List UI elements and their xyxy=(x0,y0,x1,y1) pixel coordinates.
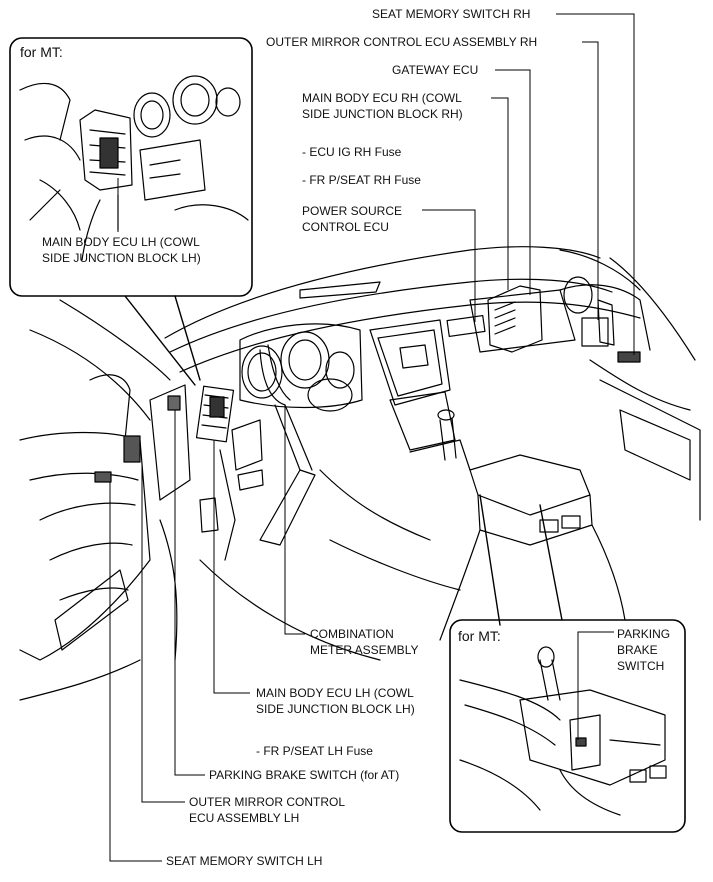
parking-brake-switch-mt-shape xyxy=(575,737,587,747)
dashboard-crease xyxy=(179,301,641,373)
inset-main-body-lh-label-2: SIDE JUNCTION BLOCK LH) xyxy=(42,251,201,265)
label-fr-pseat-rh-fuse: - FR P/SEAT RH Fuse xyxy=(302,173,421,187)
shift-lever xyxy=(439,417,457,461)
seat-memory-switch-rh-shape xyxy=(617,351,641,363)
leader-main-body-rh xyxy=(491,97,509,290)
steering-column xyxy=(259,469,316,546)
windshield-outline xyxy=(164,246,601,339)
inset-parking-brake-label-2: BRAKE xyxy=(617,643,658,657)
right-door-panel xyxy=(599,379,701,521)
leader-main-body-lh xyxy=(213,440,250,694)
power-source-ecu-shape xyxy=(446,314,486,338)
leader-outer-mirror-rh xyxy=(582,41,599,320)
leader-combination-meter xyxy=(284,405,305,635)
seat-memory-switch-lh-shape xyxy=(94,471,112,483)
parking-brake-switch-at-shape xyxy=(167,395,181,411)
inset-parking-brake-label-1: PARKING xyxy=(617,627,671,641)
inset-top-left-title: for MT: xyxy=(20,44,63,60)
left-door-panel xyxy=(19,431,151,661)
gateway-ecu-shape xyxy=(487,285,543,353)
outer-mirror-ecu-rh-shape xyxy=(581,317,609,347)
label-main-body-ecu-lh-2: SIDE JUNCTION BLOCK LH) xyxy=(256,702,415,716)
leader-gateway-ecu xyxy=(495,69,531,295)
label-outer-mirror-ecu-lh-2: ECU ASSEMBLY LH xyxy=(189,811,300,825)
label-combination-meter-1: COMBINATION xyxy=(310,627,394,641)
label-power-source-ecu-1: POWER SOURCE xyxy=(302,204,403,218)
steering-wheel-hub xyxy=(307,378,353,412)
label-main-body-ecu-rh-1: MAIN BODY ECU RH (COWL xyxy=(302,91,462,105)
inset-bottom-right-title: for MT: xyxy=(458,628,501,644)
label-parking-brake-switch-at: PARKING BRAKE SWITCH (for AT) xyxy=(209,768,400,782)
label-ecu-ig-rh-fuse: - ECU IG RH Fuse xyxy=(302,145,402,159)
dashboard-top-edge xyxy=(169,278,613,353)
leader-parking-brake-at xyxy=(174,410,205,776)
label-combination-meter-2: METER ASSEMBLY xyxy=(310,643,419,657)
leader-outer-mirror-lh xyxy=(141,462,185,803)
label-gateway-ecu: GATEWAY ECU xyxy=(392,63,479,77)
inset-top-left-frame xyxy=(9,37,253,297)
leader-seat-memory-lh xyxy=(109,482,162,862)
leader-power-source xyxy=(422,209,476,322)
inset-parking-brake-label-3: SWITCH xyxy=(617,659,665,673)
pedal-area xyxy=(199,497,219,533)
label-main-body-ecu-rh-2: SIDE JUNCTION BLOCK RH) xyxy=(302,107,463,121)
label-seat-memory-switch-rh: SEAT MEMORY SWITCH RH xyxy=(372,7,531,21)
leader-seat-memory-rh xyxy=(556,13,635,355)
center-stack xyxy=(369,319,451,406)
outer-mirror-ecu-lh-shape xyxy=(123,435,141,463)
main-body-ecu-lh-shape xyxy=(195,385,235,443)
label-power-source-ecu-2: CONTROL ECU xyxy=(302,220,389,234)
inset-main-body-lh-label-1: MAIN BODY ECU LH (COWL xyxy=(42,235,200,249)
combination-meter-gauge-left xyxy=(241,345,283,399)
label-fr-pseat-lh-fuse: - FR P/SEAT LH Fuse xyxy=(256,744,373,758)
label-outer-mirror-ecu-rh: OUTER MIRROR CONTROL ECU ASSEMBLY RH xyxy=(266,35,538,49)
right-vent xyxy=(563,276,593,314)
left-a-pillar xyxy=(59,299,171,381)
leader-inset-parking-brake xyxy=(577,631,614,740)
combination-meter-gauge-right xyxy=(325,351,355,389)
label-seat-memory-switch-lh: SEAT MEMORY SWITCH LH xyxy=(166,854,323,868)
inset-bottom-right-frame xyxy=(449,619,686,833)
label-outer-mirror-ecu-lh-1: OUTER MIRROR CONTROL xyxy=(189,795,345,809)
label-main-body-ecu-lh-1: MAIN BODY ECU LH (COWL xyxy=(256,686,414,700)
door-sill xyxy=(19,659,141,701)
